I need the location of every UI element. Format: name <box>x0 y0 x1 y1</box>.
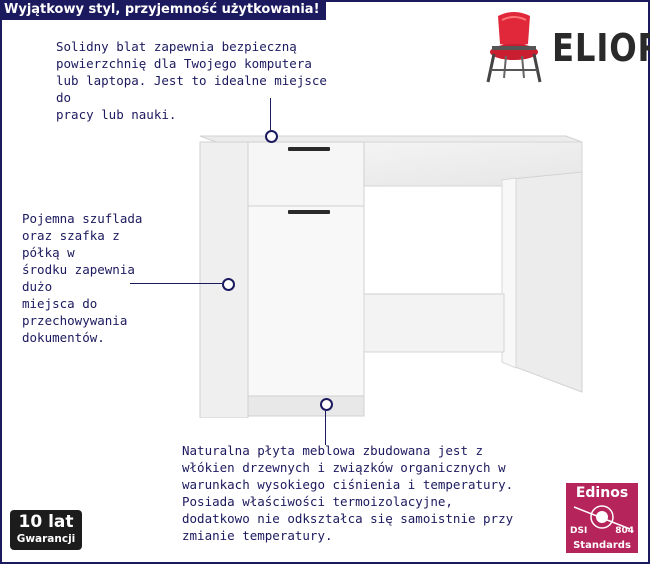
feature-material-line: warunkach wysokiego ciśnienia i temperat… <box>182 477 514 492</box>
feature-storage-line: przechowywania <box>22 313 128 328</box>
certification-badge: Edinos DSI 804 Standards <box>566 483 638 553</box>
callout-dot-top <box>265 130 278 143</box>
header-title: Wyjątkowy styl, przyjemność użytkowania! <box>0 0 326 20</box>
callout-line-top <box>270 98 271 130</box>
feature-storage-line: oraz szafka z półką w <box>22 228 120 260</box>
feature-material-line: Posiada właściwości termoizolacyjne, <box>182 494 453 509</box>
feature-storage-line: Pojemna szuflada <box>22 211 143 226</box>
warranty-years: 10 lat <box>10 512 82 532</box>
chair-logo-icon <box>486 12 542 83</box>
feature-top-line: powierzchnię dla Twojego komputera <box>56 56 312 71</box>
feature-material-line: dodatkowo nie odkształca się samoistnie … <box>182 511 514 526</box>
callout-dot-material <box>320 398 333 411</box>
feature-material-line: Naturalna płyta meblowa zbudowana jest z <box>182 443 484 458</box>
feature-storage-line: miejsca do <box>22 296 98 311</box>
warranty-number: 10 <box>18 512 43 532</box>
feature-top-line: lub laptopa. Jest to idealne miejsce do <box>56 73 327 105</box>
certification-left: DSI <box>570 526 588 536</box>
feature-top-line: pracy lub nauki. <box>56 107 177 122</box>
desk-image <box>199 135 583 418</box>
callout-dot-storage <box>222 278 235 291</box>
feature-storage-line: środku zapewnia dużo <box>22 262 135 294</box>
feature-material-line: włókien drzewnych i związków organicznyc… <box>182 460 506 475</box>
certification-emblem-icon <box>573 505 631 530</box>
warranty-badge: 10 lat Gwarancji <box>10 510 82 550</box>
warranty-label: Gwarancji <box>16 533 76 545</box>
feature-material-text: Naturalna płyta meblowa zbudowana jest z… <box>182 442 522 544</box>
certification-label: Standards <box>573 540 631 551</box>
brand-name: ELIOR <box>552 26 650 70</box>
feature-material-line: zmianie temperatury. <box>182 528 333 543</box>
certification-right: 804 <box>615 526 634 536</box>
feature-storage-text: Pojemna szuflada oraz szafka z półką w ś… <box>22 210 162 346</box>
feature-top-text: Solidny blat zapewnia bezpieczną powierz… <box>56 38 336 123</box>
feature-top-line: Solidny blat zapewnia bezpieczną <box>56 39 297 54</box>
feature-storage-line: dokumentów. <box>22 330 105 345</box>
certification-name: Edinos <box>575 485 629 501</box>
callout-line-storage <box>130 283 222 284</box>
warranty-unit: lat <box>48 512 74 532</box>
callout-line-material <box>325 411 326 445</box>
